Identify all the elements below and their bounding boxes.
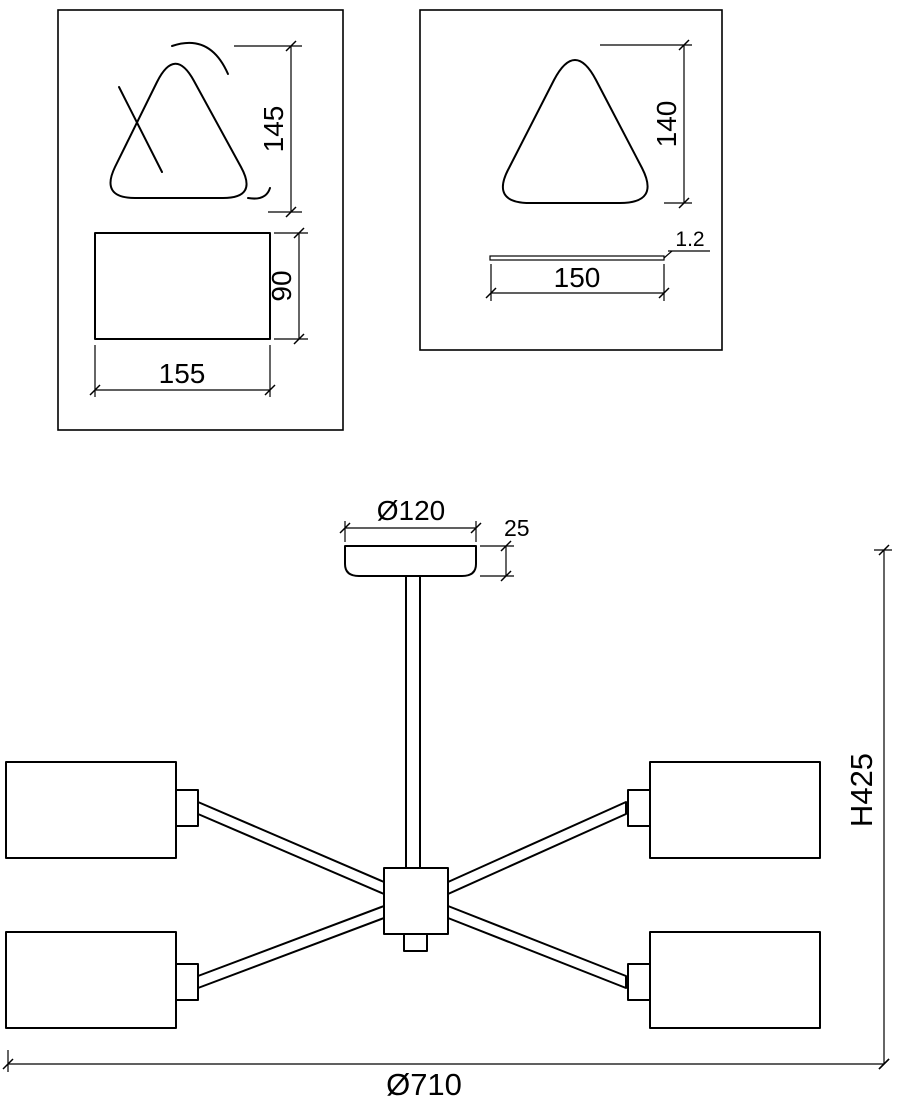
dim-label: 140 bbox=[651, 101, 682, 148]
holder-upper-right bbox=[627, 789, 651, 827]
ceiling-canopy bbox=[344, 545, 477, 577]
shade-triangle-front bbox=[501, 59, 649, 204]
dim-thickness-1-2: 1.2 bbox=[663, 228, 710, 259]
leader-line bbox=[663, 250, 673, 259]
shade-lower-left bbox=[5, 931, 177, 1029]
dim-tick bbox=[485, 287, 497, 299]
dim-tick bbox=[285, 206, 297, 218]
center-rod bbox=[405, 575, 421, 869]
shade-lower-right bbox=[649, 931, 821, 1029]
dim-tick bbox=[293, 333, 305, 345]
dim-tick bbox=[89, 384, 101, 396]
dim-label: 90 bbox=[266, 270, 297, 301]
panel-shade-front-view: 140 1.2 150 bbox=[419, 9, 723, 351]
dim-canopy-diameter: Ø120 bbox=[339, 495, 482, 542]
dim-shade-height-140: 140 bbox=[600, 39, 692, 209]
dim-tick bbox=[470, 522, 482, 534]
dim-label: Ø710 bbox=[386, 1067, 462, 1102]
dim-tick bbox=[878, 544, 890, 556]
dim-tick bbox=[500, 540, 512, 552]
dim-tick bbox=[658, 287, 670, 299]
arm-lower-left bbox=[197, 905, 385, 989]
holder-upper-left bbox=[175, 789, 199, 827]
dim-tick bbox=[500, 570, 512, 582]
dim-label: 145 bbox=[258, 106, 289, 153]
arm-upper-left bbox=[197, 801, 385, 895]
shade-box-outline bbox=[94, 232, 271, 340]
dim-box-width-155: 155 bbox=[89, 345, 276, 397]
dim-overall-height: H425 bbox=[844, 544, 892, 1070]
center-hub bbox=[383, 867, 449, 935]
shade-wire-diagonal bbox=[118, 86, 163, 173]
shade-wire-tail bbox=[247, 187, 271, 200]
dim-label: 25 bbox=[504, 515, 530, 541]
panel-shade-side-view: 145 90 155 bbox=[57, 9, 344, 431]
dim-tick bbox=[678, 39, 690, 51]
dim-tick bbox=[264, 384, 276, 396]
dim-shade-width-150: 150 bbox=[485, 262, 670, 301]
dim-tick bbox=[678, 197, 690, 209]
holder-lower-right bbox=[627, 963, 651, 1001]
dim-overall-diameter: Ø710 bbox=[2, 1050, 890, 1102]
shade-wire-hook bbox=[171, 41, 229, 75]
arm-upper-right bbox=[447, 801, 627, 895]
dim-tick bbox=[293, 227, 305, 239]
dim-label: 155 bbox=[159, 358, 206, 389]
arm-lower-right bbox=[447, 905, 627, 989]
dim-label: 1.2 bbox=[675, 228, 704, 251]
chandelier-front-view: Ø120 25 bbox=[2, 495, 892, 1102]
dim-shade-height-145: 145 bbox=[234, 40, 302, 218]
dim-label: H425 bbox=[844, 753, 879, 827]
dim-label: 150 bbox=[554, 262, 601, 293]
shade-upper-right bbox=[649, 761, 821, 859]
panel-border bbox=[57, 9, 344, 431]
hub-bottom-cap bbox=[403, 933, 428, 952]
dim-label: Ø120 bbox=[377, 495, 446, 526]
shade-upper-left bbox=[5, 761, 177, 859]
dim-tick bbox=[285, 40, 297, 52]
shade-material-strip bbox=[489, 255, 665, 261]
holder-lower-left bbox=[175, 963, 199, 1001]
dim-tick bbox=[339, 522, 351, 534]
dim-tick bbox=[2, 1058, 14, 1070]
shade-triangle-outline bbox=[109, 62, 248, 199]
panel-border bbox=[419, 9, 723, 351]
dim-tick bbox=[878, 1058, 890, 1070]
dim-box-height-90: 90 bbox=[266, 227, 308, 345]
dim-canopy-height: 25 bbox=[480, 515, 530, 582]
